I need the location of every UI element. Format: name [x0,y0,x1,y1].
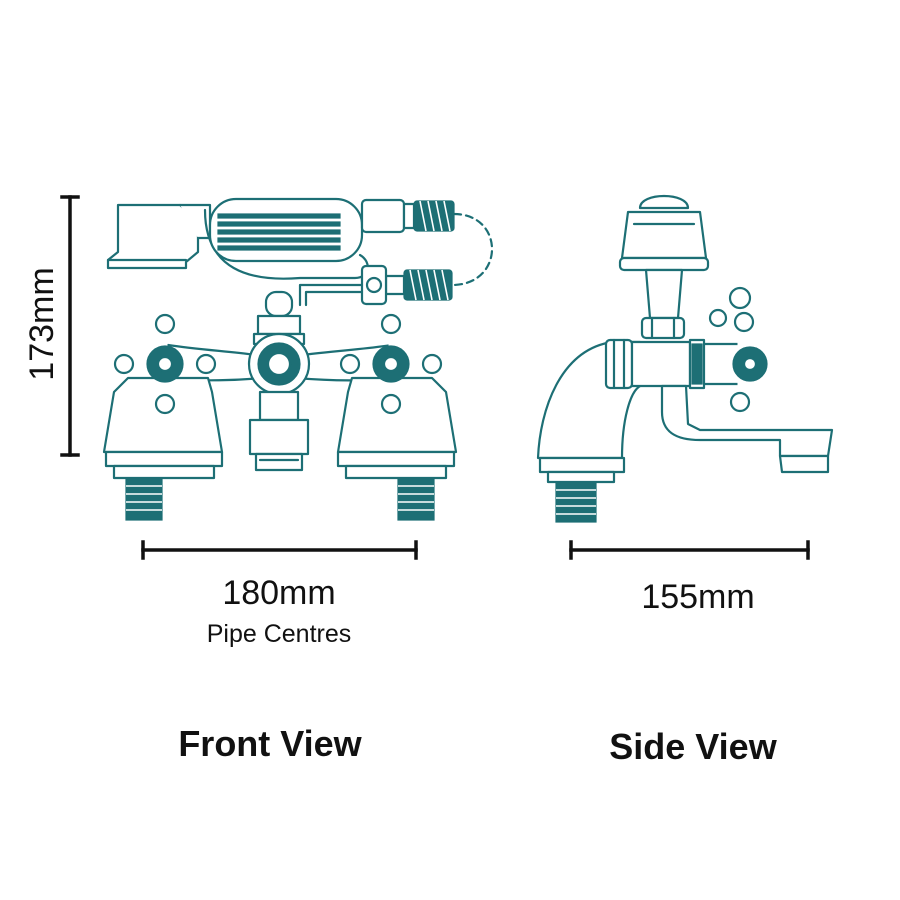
hose-connector-bottom [298,264,453,307]
right-crosshead-handle [339,313,443,415]
diverter-ring [247,332,311,396]
side-width-dimension-label: 155mm [641,578,755,616]
pipe-centres-note: Pipe Centres [206,620,352,648]
front-view-drawing [102,197,494,521]
shower-handle [208,197,416,263]
front-width-dimension-label: 180mm [222,574,336,612]
side-view-title: Side View [609,726,777,767]
shower-handset-head [106,203,212,270]
left-crosshead-handle [113,313,217,415]
front-spout [248,390,310,472]
side-width-dimension-line [569,540,810,560]
side-crosshead-handle [708,286,768,413]
left-pillar [102,376,224,521]
front-view-title: Front View [178,723,362,764]
height-dimension-line [60,195,80,457]
side-collar [604,338,634,390]
side-handset-cap [618,195,710,272]
side-view-drawing [536,195,834,523]
front-width-dimension-line [141,540,418,560]
right-pillar [336,376,458,521]
shower-hose-loop [450,212,494,287]
side-stem [640,268,686,340]
hose-connector-top [413,200,455,232]
side-thread [555,481,597,523]
side-spout [660,384,834,458]
height-dimension-label: 173mm [23,267,61,381]
